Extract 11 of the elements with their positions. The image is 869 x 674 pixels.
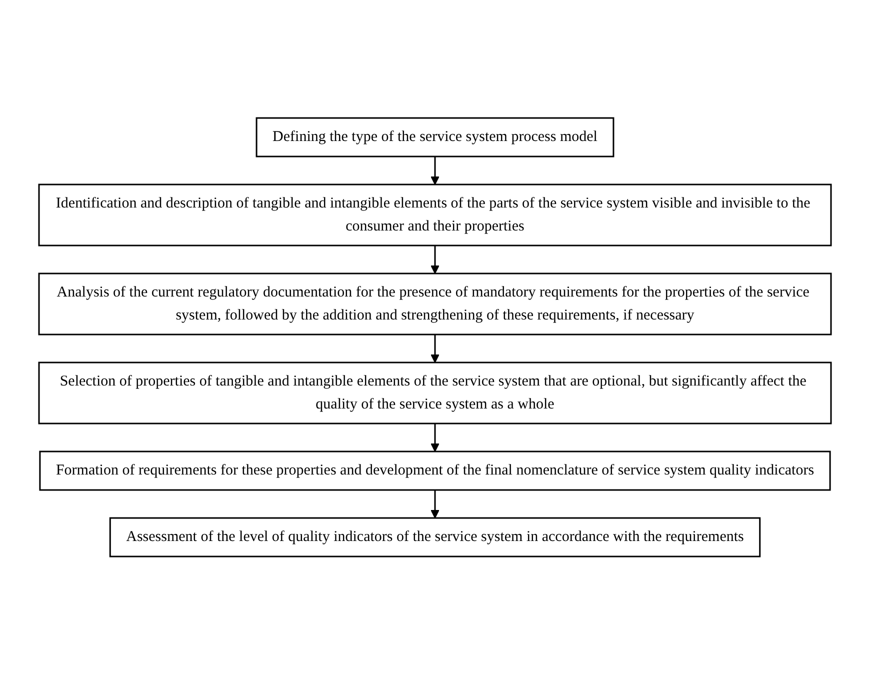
arrow [430,245,439,274]
arrow [430,490,439,518]
node-box: Selection of properties of tangible and intangible elements of the service system that are optional, but significantly affect the quality of the service system as a whole [38,362,832,424]
arrow [430,156,439,185]
node-box: Formation of requirements for these properties and development of the final nomenclature of service system quality indicators [38,450,830,490]
arrow [430,423,439,452]
node-box: Analysis of the current regulatory documentation for the presence of mandatory requirements for the properties of the service system, followed by the addition and strengthening of these requirements, if necessary [38,272,832,335]
node-box: Defining the type of the service system process model [255,117,614,157]
node-box: Assessment of the level of quality indicators of the service system in accordance with the requirements [108,517,760,557]
arrow [430,334,439,363]
node-box: Identification and description of tangible and intangible elements of the parts of the service system visible and invisible to the consumer and their properties [38,184,832,246]
